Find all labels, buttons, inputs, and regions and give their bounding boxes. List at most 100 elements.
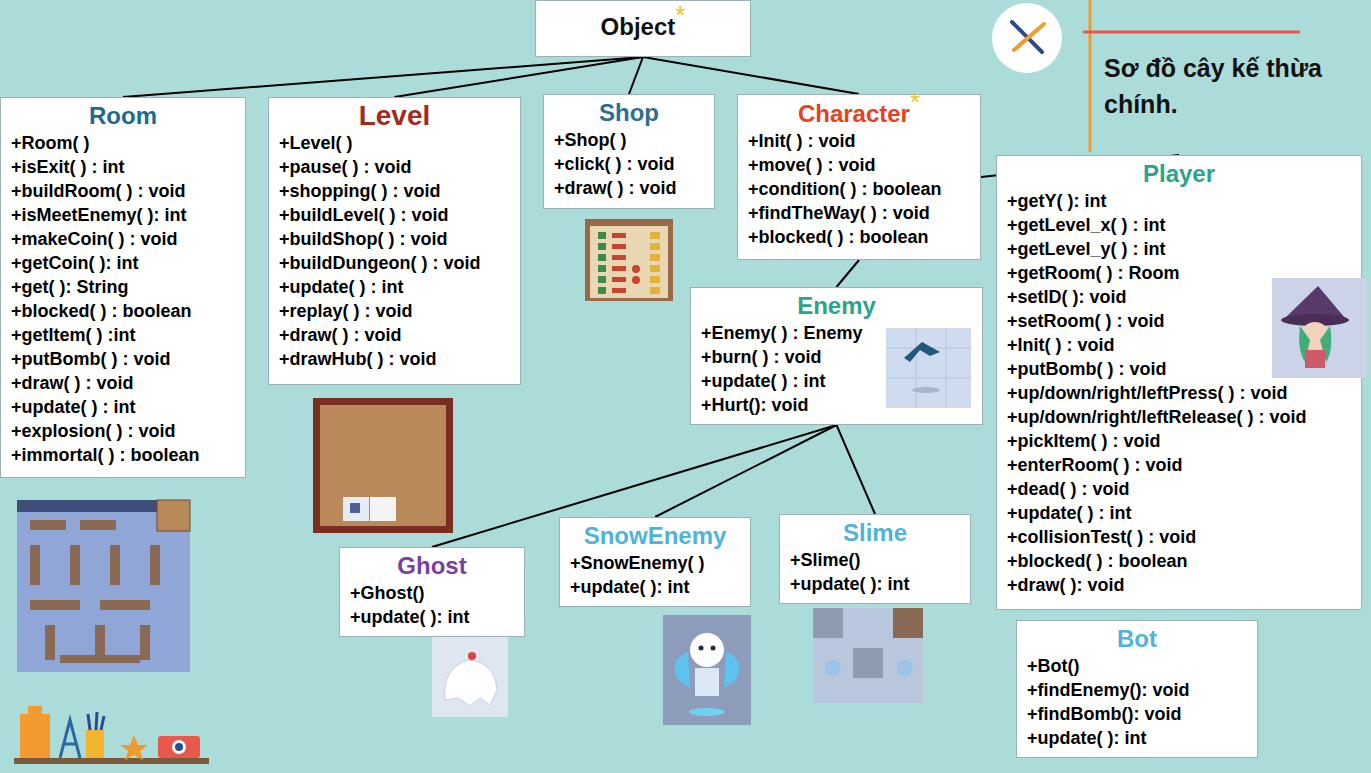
method-line: +Init( ) : void xyxy=(748,129,970,153)
class-heading: Player xyxy=(1007,159,1351,189)
method-line: +buildShop( ) : void xyxy=(279,227,510,251)
method-line: +isExit( ) : int xyxy=(11,155,235,179)
class-heading: Bot xyxy=(1027,624,1247,654)
abstract-star: * xyxy=(675,0,685,30)
class-name: Player xyxy=(1143,160,1215,187)
method-line: +update( ): int xyxy=(1027,726,1247,750)
class-name: SnowEnemy xyxy=(584,522,727,549)
method-line: +update( ): int xyxy=(350,605,514,629)
method-line: +blocked( ) : boolean xyxy=(11,299,235,323)
connector-stroke xyxy=(837,425,876,514)
method-line: +update( ) : int xyxy=(11,395,235,419)
class-name: Object xyxy=(601,13,676,40)
class-heading: Character* xyxy=(748,98,970,129)
inheritance-line xyxy=(655,425,837,517)
method-line: +get( ): String xyxy=(11,275,235,299)
method-line: +buildDungeon( ) : void xyxy=(279,251,510,275)
method-line: +blocked( ) : boolean xyxy=(748,225,970,249)
class-box: Bot+Bot()+findEnemy(): void+findBomb(): … xyxy=(1016,620,1258,758)
connector-stroke xyxy=(643,57,859,94)
class-name: Shop xyxy=(599,99,659,126)
connector-stroke xyxy=(629,57,643,94)
method-line: +putBomb( ) : void xyxy=(11,347,235,371)
method-line: +Bot() xyxy=(1027,654,1247,678)
method-line: +move( ) : void xyxy=(748,153,970,177)
method-line: +update( ) : int xyxy=(1007,501,1351,525)
method-line: +Room( ) xyxy=(11,131,235,155)
method-line: +getItem( ) :int xyxy=(11,323,235,347)
inheritance-line xyxy=(837,425,876,514)
class-box: Character*+Init( ) : void+move( ) : void… xyxy=(737,94,981,260)
abstract-star: * xyxy=(910,87,920,117)
method-line: +putBomb( ) : void xyxy=(1007,357,1351,381)
class-box: Ghost+Ghost()+update( ): int xyxy=(339,547,525,637)
method-line: +getCoin( ): int xyxy=(11,251,235,275)
method-line: +Enemy( ) : Enemy xyxy=(701,321,972,345)
method-line: +up/down/right/leftRelease( ) : void xyxy=(1007,405,1351,429)
ghost-picture xyxy=(432,637,508,717)
inheritance-line xyxy=(123,57,643,97)
enemy-picture xyxy=(886,328,971,408)
method-line: +update( ): int xyxy=(570,575,740,599)
method-line: +replay( ) : void xyxy=(279,299,510,323)
method-line: +buildLevel( ) : void xyxy=(279,203,510,227)
inheritance-line xyxy=(395,57,644,97)
connector-stroke xyxy=(837,260,860,287)
class-heading: Room xyxy=(11,101,235,131)
method-line: +collisionTest( ) : void xyxy=(1007,525,1351,549)
method-line: +pickItem( ) : void xyxy=(1007,429,1351,453)
method-line: +findBomb(): void xyxy=(1027,702,1247,726)
method-line: +dead( ) : void xyxy=(1007,477,1351,501)
method-line: +getLevel_y( ) : int xyxy=(1007,237,1351,261)
class-heading: Enemy xyxy=(701,291,972,321)
room-screenshot xyxy=(17,500,190,672)
method-line: +update( ): int xyxy=(790,572,960,596)
method-line: +getRoom( ) : Room xyxy=(1007,261,1351,285)
shelf-icons xyxy=(14,706,209,764)
class-box: Shop+Shop( )+click( ) : void+draw( ) : v… xyxy=(543,94,715,209)
method-line: +setID( ): void xyxy=(1007,285,1351,309)
method-line: +update( ) : int xyxy=(701,369,972,393)
method-line: +pause( ) : void xyxy=(279,155,510,179)
class-box: Player+getY( ): int+getLevel_x( ) : int+… xyxy=(996,155,1362,610)
connector-stroke xyxy=(395,57,644,97)
method-line: +explosion( ) : void xyxy=(11,419,235,443)
class-name: Enemy xyxy=(797,292,876,319)
diagram-title: Sơ đồ cây kế thừa chính. xyxy=(1104,50,1359,122)
method-line: +up/down/right/leftPress( ) : void xyxy=(1007,381,1351,405)
class-heading: Slime xyxy=(790,518,960,548)
slime-picture xyxy=(813,608,923,703)
method-line: +findEnemy(): void xyxy=(1027,678,1247,702)
method-line: +shopping( ) : void xyxy=(279,179,510,203)
method-line: +draw( ) : void xyxy=(11,371,235,395)
class-heading: Shop xyxy=(554,98,704,128)
class-heading: Level xyxy=(279,101,510,131)
method-line: +drawHub( ) : void xyxy=(279,347,510,371)
class-box: Slime+Slime()+update( ): int xyxy=(779,514,971,604)
class-box: Level+Level( )+pause( ) : void+shopping(… xyxy=(268,97,521,385)
clock-icon xyxy=(992,3,1062,73)
method-line: +Hurt(): void xyxy=(701,393,972,417)
class-box: Enemy+Enemy( ) : Enemy+burn( ) : void+up… xyxy=(690,287,983,425)
player-picture xyxy=(1272,278,1367,378)
method-line: +Ghost() xyxy=(350,581,514,605)
level-picture xyxy=(313,398,453,533)
method-line: +SnowEnemy( ) xyxy=(570,551,740,575)
connector-stroke xyxy=(655,425,837,517)
inheritance-line xyxy=(837,260,860,287)
method-line: +makeCoin( ) : void xyxy=(11,227,235,251)
class-name: Ghost xyxy=(397,552,466,579)
connector-stroke xyxy=(123,57,643,97)
inheritance-line xyxy=(643,57,859,94)
class-box: Room+Room( )+isExit( ) : int+buildRoom( … xyxy=(0,97,246,478)
method-line: +condition( ) : boolean xyxy=(748,177,970,201)
class-heading: SnowEnemy xyxy=(570,521,740,551)
method-line: +findTheWay( ) : void xyxy=(748,201,970,225)
method-line: +draw( ): void xyxy=(1007,573,1351,597)
class-name: Level xyxy=(359,100,431,131)
method-line: +isMeetEnemy( ): int xyxy=(11,203,235,227)
method-line: +draw( ) : void xyxy=(554,176,704,200)
class-name: Character xyxy=(798,100,910,127)
class-heading: Object* xyxy=(546,11,740,42)
class-heading: Ghost xyxy=(350,551,514,581)
